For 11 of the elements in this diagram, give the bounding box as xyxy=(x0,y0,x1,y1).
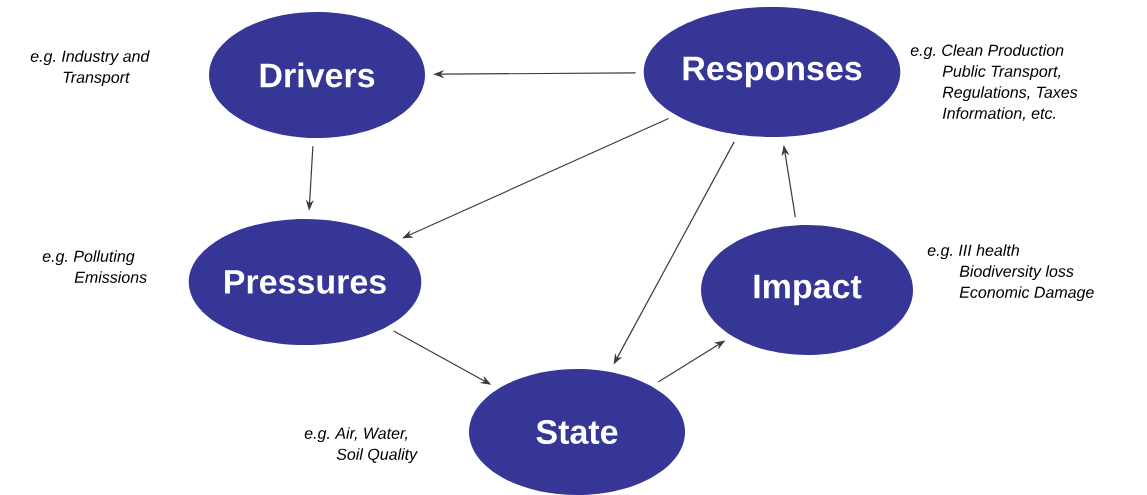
ellipse-node: Pressures xyxy=(188,219,422,345)
ellipse-node: Drivers xyxy=(209,12,425,138)
example-text: e.g. Air, Water, Soil Quality xyxy=(304,427,418,464)
ellipse-node: State xyxy=(469,369,685,495)
example-text: e.g. Clean Production Public Transport, Regulations, Taxes Information, etc. xyxy=(910,44,1078,121)
ellipse-node: Impact xyxy=(701,225,913,355)
example-text: e.g. III health Biodiversity loss Economic Damage xyxy=(927,244,1094,302)
ellipse-node: Responses xyxy=(643,7,901,137)
example-text: e.g. Polluting Emissions xyxy=(42,250,147,283)
arrow xyxy=(402,117,670,239)
example-text: e.g. Industry and Transport xyxy=(30,50,150,87)
